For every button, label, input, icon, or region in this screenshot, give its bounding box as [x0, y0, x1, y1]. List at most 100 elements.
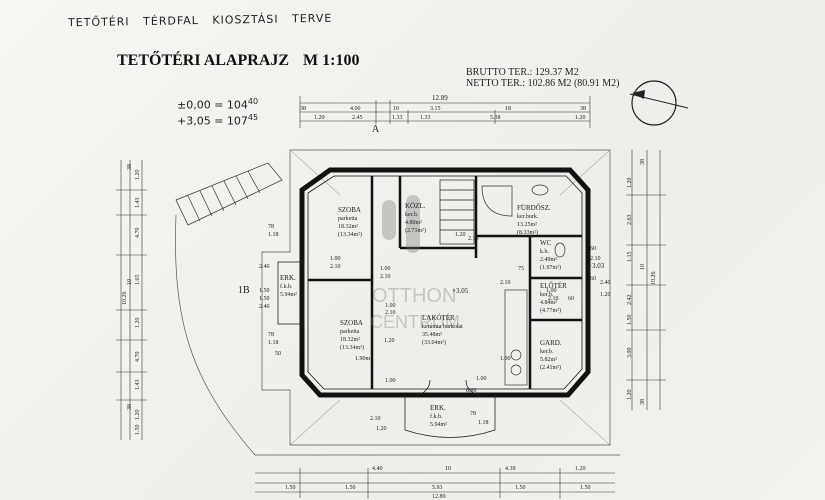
roof-ridge-lines — [289, 149, 611, 446]
dim-top-row1: 3.15 — [430, 106, 441, 112]
dim-right-overall: 10.26 — [651, 272, 657, 286]
room-label-erk-left: ERK. — [280, 274, 296, 282]
dim-right-chain: 3.00 — [627, 348, 633, 359]
room-label-gard: ker.b. — [540, 349, 554, 355]
dim-top-row2: 1.33 — [392, 115, 403, 121]
dim-left-chain: 1.43 — [135, 380, 141, 391]
room-label-kozl: (2.71m²) — [405, 227, 426, 234]
dim-inner: 2.40 — [600, 280, 611, 286]
room-label-erk-bottom: 5.94m² — [430, 422, 447, 428]
room-label-erk-bottom: ERK. — [430, 404, 446, 412]
bathroom-fixtures — [481, 184, 566, 258]
spot-level: +3.05 — [452, 287, 469, 295]
dim-inner: 2.10 — [500, 280, 511, 286]
exterior-wall-inner — [307, 175, 583, 390]
dim-inner: 2.10 — [380, 274, 391, 280]
dim-left-small: 38 — [127, 164, 133, 170]
dim-inner: 1.50 — [259, 288, 270, 294]
plan-scale: M 1:100 — [303, 52, 360, 69]
dim-inner: 0.90 — [466, 388, 477, 394]
right-dimensions — [626, 150, 666, 410]
spot-level-2: +3.03 — [588, 262, 605, 270]
dim-inner: 1.00 — [546, 288, 557, 294]
room-label-kozl: KÖZL. — [405, 202, 426, 210]
dim-inner: 1.20 — [376, 426, 387, 432]
dim-inner: 2.10 — [330, 264, 341, 270]
site-boundary — [175, 214, 620, 456]
dim-left-chain: 1.43 — [135, 198, 141, 209]
dim-top-overall: 12.89 — [432, 94, 448, 102]
room-label-erk-bottom: f.k.b. — [430, 413, 443, 420]
dim-inner: 1.00 — [380, 266, 391, 272]
dim-inner: 2.40 — [259, 304, 270, 310]
dim-top-row2: 1.20 — [575, 115, 586, 121]
dim-left-small: 10 — [127, 279, 133, 285]
dim-inner: 2.10 — [548, 296, 559, 302]
watermark-line2: CENTRUM — [370, 312, 460, 332]
room-label-furdo: FÜRDŐSZ. — [517, 204, 551, 212]
plan-title: TETŐTÉRI ALAPRAJZ M 1:100 — [117, 52, 359, 70]
room-label-eloter: (4.77m²) — [540, 307, 561, 314]
dim-bottom-row2: 5.93 — [432, 485, 443, 491]
room-label-furdo: (8.33m²) — [517, 229, 538, 236]
dim-inner: 1.00 — [385, 378, 396, 384]
dim-bottom-row2: 1.50 — [580, 485, 591, 491]
room-label-wc: WC — [540, 239, 552, 247]
left-balcony — [277, 261, 305, 325]
dim-inner: 60 — [590, 246, 596, 252]
dim-bottom-overall: 12.89 — [432, 494, 446, 500]
room-label-eloter: ELŐTÉR — [540, 282, 567, 290]
dim-left-chain: 1.20 — [135, 170, 141, 181]
dim-inner: 78 — [470, 411, 476, 417]
room-label-szoba-2: (13.34m²) — [340, 344, 364, 351]
level-1-sup: 40 — [247, 97, 259, 106]
level-2-main: +3,05 = 107 — [177, 114, 248, 128]
watermark-line1: OTTHON — [372, 285, 456, 307]
dim-bottom-row2: 1.50 — [345, 485, 356, 491]
room-label-szoba-2: SZOBA — [340, 319, 363, 327]
plan-title-text: TETŐTÉRI ALAPRAJZ — [117, 52, 290, 69]
exterior-wall — [299, 167, 591, 398]
room-label-lakoter: (33.04m²) — [422, 339, 446, 346]
dim-inner: 75 — [518, 266, 524, 272]
bottom-dimensions — [255, 468, 615, 498]
dim-right-chain: 1.15 — [627, 252, 633, 263]
dim-inner: 50 — [275, 351, 281, 357]
dim-inner: 1.18 — [268, 340, 279, 346]
dim-bottom-row1: 4.39 — [505, 466, 516, 472]
external-stair — [175, 162, 283, 226]
room-label-eloter: 4.84m² — [540, 300, 557, 306]
dim-top-row1: 10 — [393, 106, 399, 112]
internal-stair — [439, 179, 475, 245]
dim-inner: 1.00 — [330, 256, 341, 262]
room-label-lakoter: kerámia burkolat — [422, 324, 463, 330]
room-label-wc: (1.97m²) — [540, 264, 561, 271]
dim-left-chain: 4.70 — [135, 352, 141, 363]
dim-bottom-row1: 4.40 — [372, 466, 383, 472]
interior-walls — [308, 176, 582, 389]
room-label-szoba-1: (13.34m²) — [338, 231, 362, 238]
dim-inner: 1.20 — [600, 292, 611, 298]
room-label-gard: 5.82m² — [540, 357, 557, 363]
dim-right-small: 38 — [640, 159, 646, 165]
netto-area: NETTO TER.: 102.86 M2 (80.91 M2) — [466, 78, 620, 89]
room-label-kozl: ker.b. — [405, 212, 419, 218]
dim-inner: 1.00 — [385, 303, 396, 309]
dim-left-chain: 1.50 — [135, 425, 141, 436]
dim-top-row2: 1.20 — [314, 115, 325, 121]
dim-right-chain: 1.20 — [627, 390, 633, 401]
level-2-sup: 45 — [247, 113, 259, 122]
dim-inner: 1.00 — [476, 376, 487, 382]
watermark: OTTHON CENTRUM — [370, 195, 460, 332]
room-label-eloter: ker.b. — [540, 292, 554, 298]
dim-left-chain: 1.20 — [135, 410, 141, 421]
room-label-wc: k.b. — [540, 249, 550, 255]
dim-right-chain: 1.50 — [627, 315, 633, 326]
dim-inner: 1.90m — [355, 356, 371, 362]
dim-left-overall: 10.26 — [122, 292, 128, 306]
dim-right-small: 10 — [640, 264, 646, 270]
dim-left-chain: 4.70 — [135, 228, 141, 239]
room-label-lakoter: 35.48m² — [422, 332, 442, 338]
brutto-area: BRUTTO TER.: 129.37 M2 — [466, 67, 579, 78]
